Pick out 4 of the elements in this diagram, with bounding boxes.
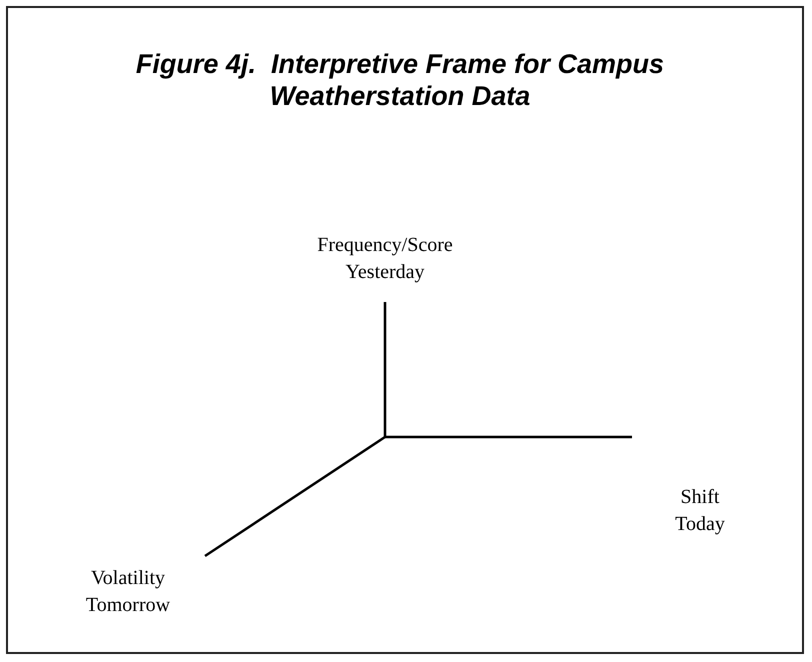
axis-label: Frequency/Score Yesterday <box>317 233 453 285</box>
axis-label: Volatility Tomorrow <box>86 566 170 618</box>
axis-label: Shift Today <box>675 485 725 537</box>
figure-title: Figure 4j. Interpretive Frame for Campus Weatherstation Data <box>134 48 666 112</box>
